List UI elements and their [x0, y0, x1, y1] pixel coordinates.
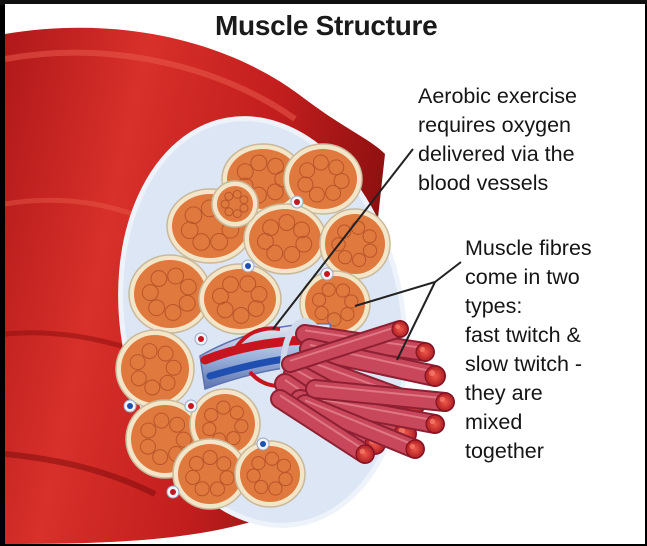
callout-line: together	[465, 437, 592, 466]
muscle-fibres-callout: Muscle fibres come in two types: fast tw…	[465, 234, 592, 466]
callout-line: Aerobic exercise	[418, 82, 577, 111]
fascicle	[116, 330, 194, 408]
callout-line: fast twitch &	[465, 321, 592, 350]
callout-line: delivered via the	[418, 140, 577, 169]
diagram-canvas: Muscle Structure Aerobic exercise requir…	[5, 4, 645, 544]
vessel-dot	[124, 400, 136, 412]
vessel-dot	[195, 333, 207, 345]
callout-line: mixed	[465, 408, 592, 437]
vessel-dot	[185, 400, 197, 412]
vessel-dot	[242, 260, 254, 272]
callout-line: types:	[465, 292, 592, 321]
callout-line: Muscle fibres	[465, 234, 592, 263]
vessel-dot	[257, 438, 269, 450]
callout-line: blood vessels	[418, 169, 577, 198]
callout-line: requires oxygen	[418, 111, 577, 140]
vessel-dot	[291, 196, 303, 208]
aerobic-exercise-callout: Aerobic exercise requires oxygen deliver…	[418, 82, 577, 198]
callout-line: they are	[465, 379, 592, 408]
fascicle	[199, 264, 281, 334]
fascicle	[235, 441, 305, 507]
fascicle	[320, 209, 390, 279]
fascicle	[212, 181, 258, 227]
diagram-title: Muscle Structure	[215, 10, 437, 42]
vessel-dot	[321, 268, 333, 280]
callout-line: slow twitch -	[465, 350, 592, 379]
callout-line: come in two	[465, 263, 592, 292]
vessel-dot	[167, 486, 179, 498]
